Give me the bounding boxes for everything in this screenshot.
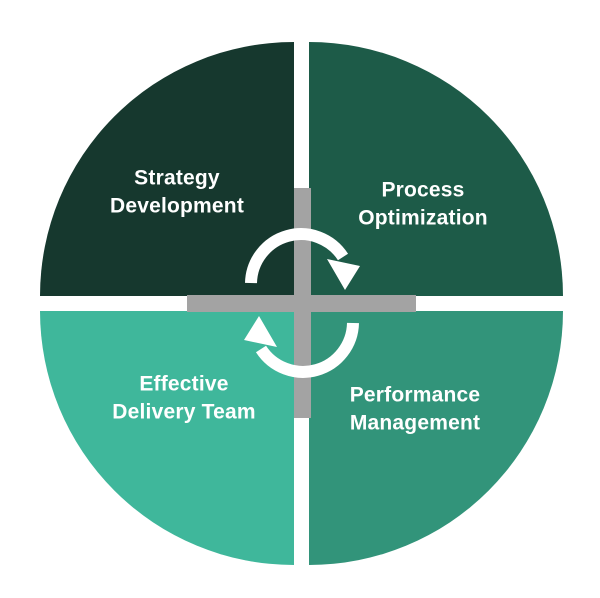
quadrant-label-performance-management: Performance Management bbox=[349, 383, 481, 434]
quadrant-performance-management bbox=[308, 310, 563, 565]
quadrant-label-strategy-development: Strategy Development bbox=[109, 166, 245, 217]
cross-vertical-bar bbox=[294, 188, 311, 418]
quadrant-effective-delivery-team bbox=[39, 310, 294, 565]
quadrant-label-process-optimization: Process Optimization bbox=[358, 178, 488, 229]
quadrant-process-optimization bbox=[308, 41, 563, 296]
quadrant-label-effective-delivery-team: Effective Delivery Team bbox=[112, 372, 256, 423]
